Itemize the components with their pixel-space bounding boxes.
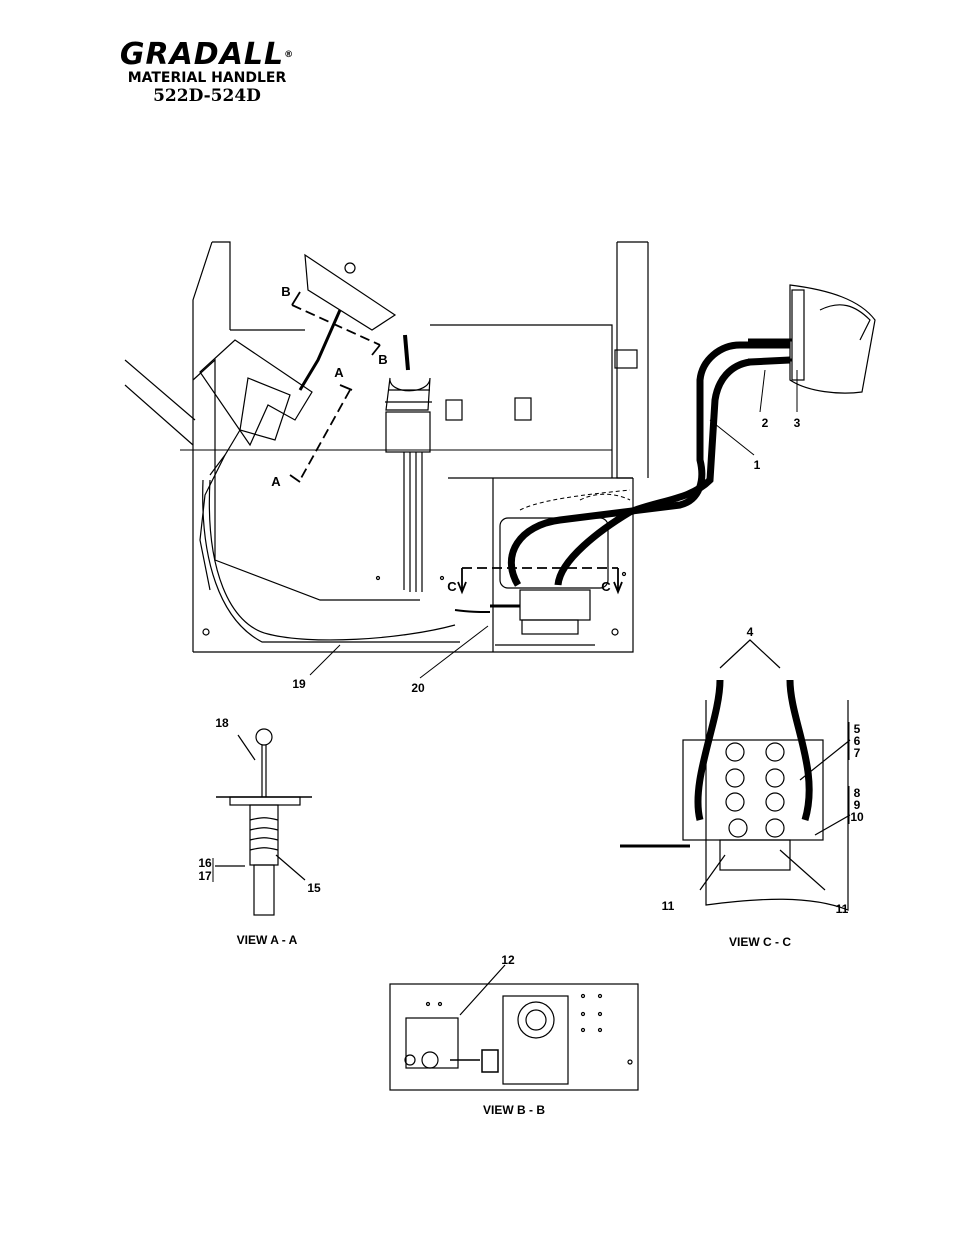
control-valve-main (454, 589, 595, 646)
brand-logo: GRADALL® (119, 37, 295, 72)
callout-3: 3 (794, 416, 801, 430)
brand-header: GRADALL® MATERIAL HANDLER 522D-524D (112, 37, 302, 107)
section-line-c (457, 567, 623, 595)
brand-model: 522D-524D (153, 86, 261, 106)
callout-brackets (212, 722, 850, 882)
callout-10: 10 (850, 810, 864, 824)
section-marker-a-bottom: A (271, 474, 281, 489)
callout-5: 5 (854, 722, 861, 736)
callout-12: 12 (501, 953, 515, 967)
callout-11-left: 11 (662, 899, 675, 913)
pilot-valve-left (199, 339, 313, 591)
callout-18: 18 (215, 716, 229, 730)
callout-20: 20 (411, 681, 425, 695)
section-line-b (291, 291, 381, 356)
callout-9: 9 (854, 798, 861, 812)
registered-mark: ® (284, 50, 295, 60)
callout-1: 1 (754, 458, 761, 472)
joystick-control (298, 253, 432, 592)
section-marker-b-bottom: B (378, 352, 387, 367)
view-a-a-label: VIEW A - A (237, 933, 298, 947)
section-marker-a-top: A (334, 365, 344, 380)
view-b-b-label: VIEW B - B (483, 1103, 545, 1117)
hydraulic-hoses (507, 341, 791, 587)
brand-subtitle: MATERIAL HANDLER (127, 70, 287, 86)
callout-6: 6 (854, 734, 861, 748)
view-c-c-label: VIEW C - C (729, 935, 791, 949)
callout-11-right: 11 (836, 902, 849, 916)
section-marker-c-right: C (601, 579, 611, 594)
callout-16: 16 (198, 856, 212, 870)
callout-2: 2 (762, 416, 769, 430)
leader-lines-main (309, 369, 798, 679)
section-marker-c-left: C (447, 579, 457, 594)
section-line-a (289, 384, 353, 483)
callout-7: 7 (854, 746, 861, 760)
callout-8: 8 (854, 786, 861, 800)
cab-main-view (124, 241, 649, 653)
callout-4: 4 (747, 625, 754, 639)
hose-fitting-detail (748, 284, 876, 394)
section-marker-b-top: B (281, 284, 290, 299)
view-a-a-drawing (215, 728, 312, 916)
callout-19: 19 (292, 677, 306, 691)
callout-15: 15 (307, 881, 321, 895)
callout-17: 17 (198, 869, 212, 883)
view-c-c-drawing (620, 639, 851, 911)
view-b-b-drawing (389, 964, 639, 1091)
